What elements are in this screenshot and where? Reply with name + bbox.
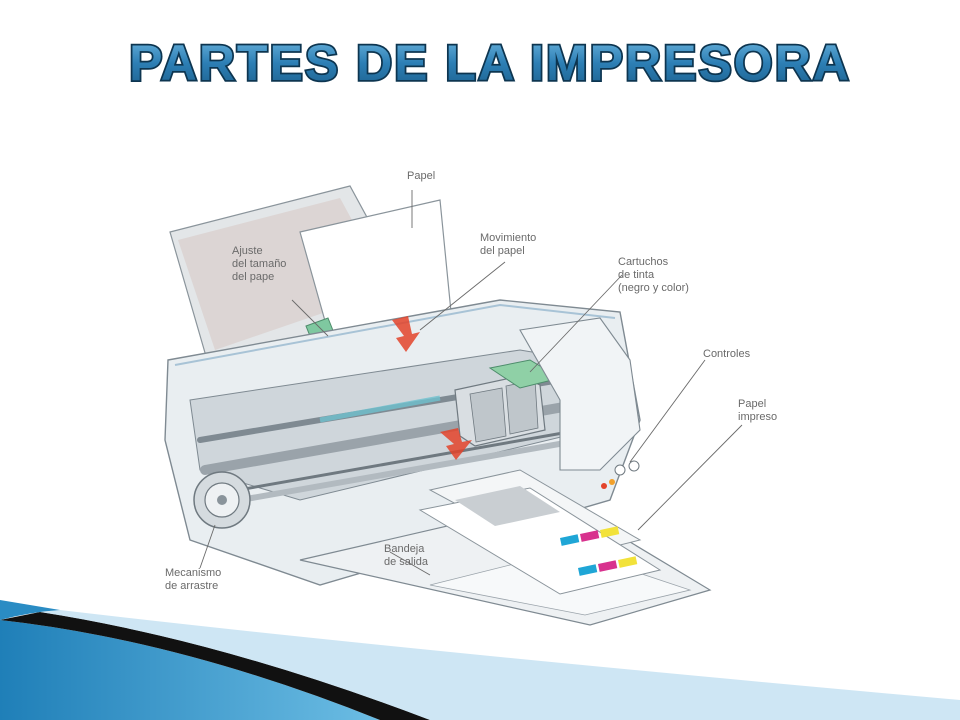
printer-diagram [164,185,743,626]
page-title-text: PARTES DE LA IMPRESORA [129,35,851,91]
label-papel: Papel [407,170,436,182]
label-bandeja: Bandeja de salida [384,543,429,568]
label-cartuchos: Cartuchos de tinta (negro y color) [618,256,689,294]
label-movimiento: Movimiento del papel [480,232,537,257]
color-bars [560,526,638,576]
label-mecanismo: Mecanismo de arrastre [165,567,222,592]
label-papel-impreso: Papel impreso [738,398,778,423]
label-ajuste: Ajuste del tamaño del pape [232,245,287,283]
control-buttons [601,460,640,489]
arrow-paper-out [440,428,472,460]
arrow-paper-in [392,316,420,352]
footer-decoration [0,600,960,720]
label-controles: Controles [703,348,751,360]
page-title: PARTES DE LA IMPRESORA [0,28,960,98]
